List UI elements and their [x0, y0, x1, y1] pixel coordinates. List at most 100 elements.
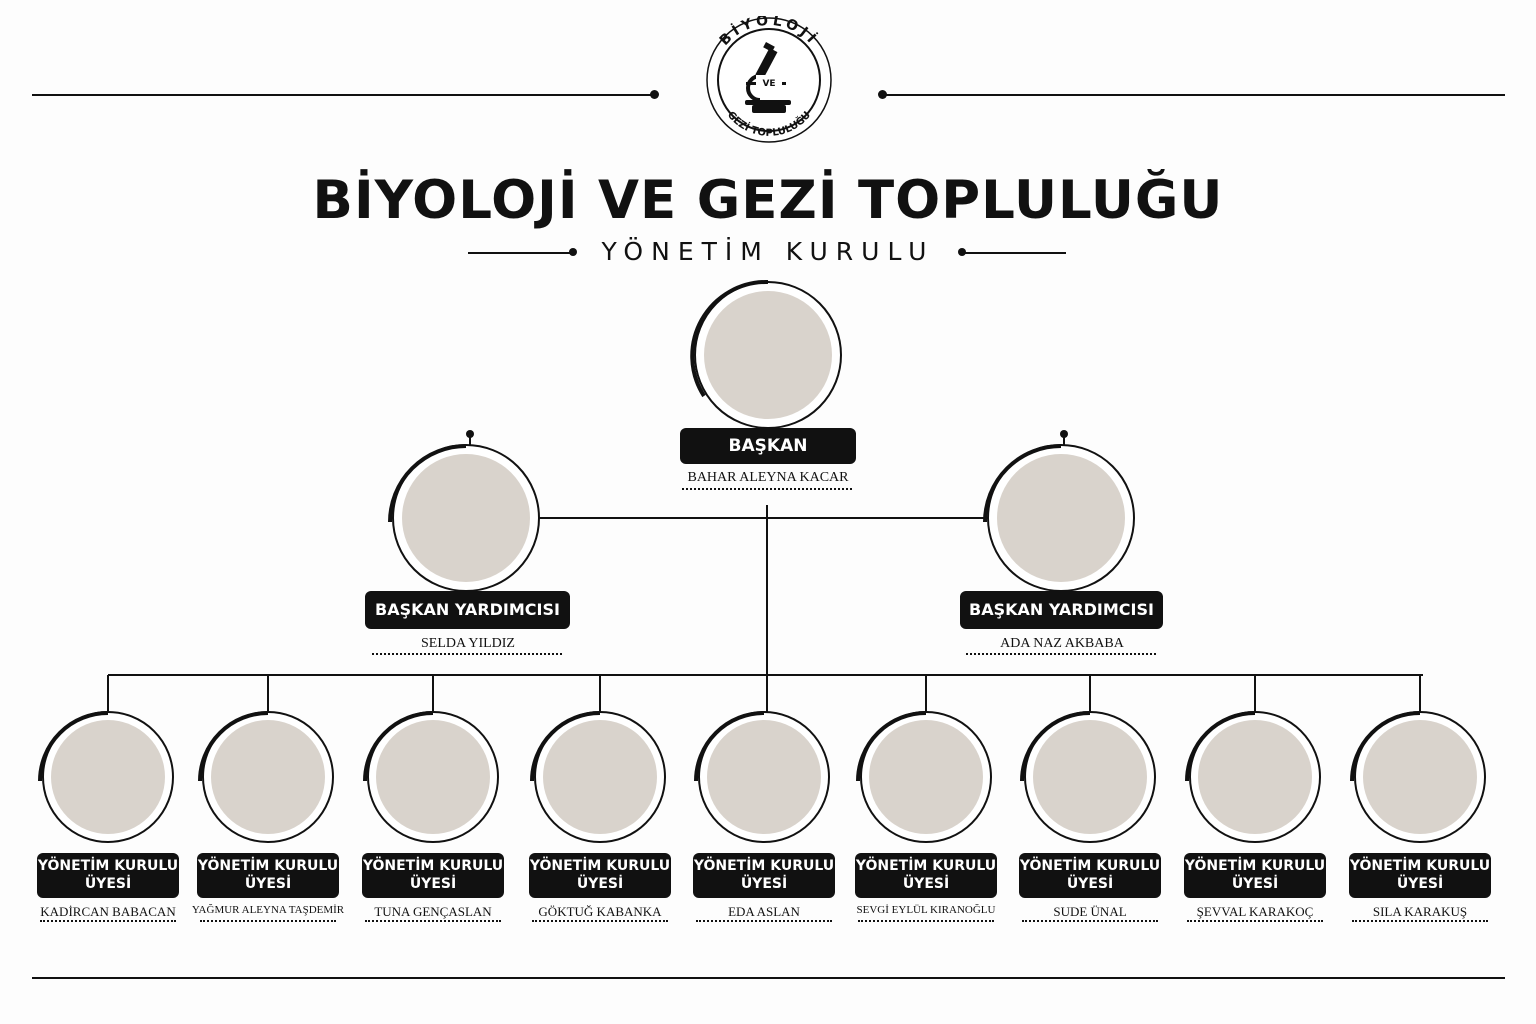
member-name: GÖKTUĞ KABANKA	[538, 904, 662, 919]
member-photo	[698, 711, 830, 843]
member-photo	[202, 711, 334, 843]
connector-members-horizontal	[108, 674, 1423, 676]
member-role-line2: ÜYESİ	[1231, 876, 1279, 892]
vp-right-photo-arc	[983, 444, 1062, 523]
vp-left-marker-dot	[466, 430, 474, 438]
vp-right-name: ADA NAZ AKBABA	[1000, 636, 1124, 651]
president-name-dots	[682, 488, 852, 490]
member-role-line2: ÜYESİ	[1066, 876, 1114, 892]
subtitle-rule-left-dot	[569, 248, 577, 256]
member-photo	[42, 711, 174, 843]
member-role-line2: ÜYESİ	[244, 876, 292, 892]
member-role-badge: YÖNETİM KURULU ÜYESİ	[693, 853, 835, 898]
member-photo	[534, 711, 666, 843]
vp-left-name-dots	[372, 653, 562, 655]
logo-middle-text: VE	[762, 79, 775, 89]
member-role-line2: ÜYESİ	[409, 876, 457, 892]
vp-left-photo	[392, 444, 540, 592]
member-name-dots	[40, 920, 176, 922]
member-role-line1: YÖNETİM KURULU	[1184, 858, 1326, 874]
member-photo	[367, 711, 499, 843]
vp-left-name: SELDA YILDIZ	[421, 636, 515, 651]
member-photo-arc	[38, 711, 109, 782]
page-subtitle: YÖNETİM KURULU	[601, 237, 935, 266]
member-name-dots	[1187, 920, 1323, 922]
connector-member-drop	[925, 675, 927, 711]
subtitle-rule-right	[964, 252, 1066, 254]
member-name: KADİRCAN BABACAN	[40, 904, 176, 919]
member-photo	[1354, 711, 1486, 843]
member-name: EDA ASLAN	[728, 904, 800, 919]
member-role-line1: YÖNETİM KURULU	[37, 858, 179, 874]
member-role-line1: YÖNETİM KURULU	[693, 858, 835, 874]
club-logo: BİYOLOJİ GEZİ TOPLULUĞU VE	[706, 16, 832, 143]
member-photo-arc	[530, 711, 601, 782]
member-role-badge: YÖNETİM KURULU ÜYESİ	[362, 853, 504, 898]
member-name-dots	[696, 920, 832, 922]
member-role-line2: ÜYESİ	[1396, 876, 1444, 892]
president-role-badge: BAŞKAN	[680, 428, 856, 464]
connector-trunk	[766, 505, 768, 713]
member-role-line1: YÖNETİM KURULU	[855, 858, 997, 874]
member-role-badge: YÖNETİM KURULU ÜYESİ	[1184, 853, 1326, 898]
connector-member-drop	[599, 675, 601, 711]
member-name-dots	[1352, 920, 1488, 922]
president-photo-arc	[690, 279, 769, 398]
member-photo-arc	[694, 711, 765, 782]
member-name: SILA KARAKUŞ	[1372, 904, 1468, 919]
top-rule-left	[32, 94, 654, 96]
member-role-line1: YÖNETİM KURULU	[529, 858, 671, 874]
member-role-line1: YÖNETİM KURULU	[1019, 858, 1161, 874]
vp-right-role-badge: BAŞKAN YARDIMCISI	[960, 591, 1163, 629]
connector-member-drop	[1089, 675, 1091, 711]
connector-member-drop	[1254, 675, 1256, 711]
member-photo-arc	[1020, 711, 1091, 782]
vp-left-marker-line	[469, 436, 471, 446]
bottom-rule	[32, 977, 1505, 979]
vp-left-role-badge: BAŞKAN YARDIMCISI	[365, 591, 570, 629]
member-role-badge: YÖNETİM KURULU ÜYESİ	[37, 853, 179, 898]
connector-member-drop	[1419, 675, 1421, 711]
connector-vp-horizontal	[537, 517, 989, 519]
top-rule-right-dot	[878, 90, 887, 99]
member-role-line2: ÜYESİ	[576, 876, 624, 892]
member-photo-arc	[856, 711, 927, 782]
member-name: YAĞMUR ALEYNA TAŞDEMİR	[191, 904, 345, 916]
member-role-line2: ÜYESİ	[84, 876, 132, 892]
member-name-dots	[200, 920, 336, 922]
member-role-line1: YÖNETİM KURULU	[197, 858, 339, 874]
member-role-line2: ÜYESİ	[740, 876, 788, 892]
member-name-dots	[532, 920, 668, 922]
member-name: SEVGİ EYLÜL KIRANOĞLU	[856, 904, 996, 916]
member-name: ŞEVVAL KARAKOÇ	[1196, 904, 1314, 919]
member-name-dots	[365, 920, 501, 922]
member-photo-arc	[1185, 711, 1256, 782]
member-role-badge: YÖNETİM KURULU ÜYESİ	[1349, 853, 1491, 898]
page-title: BİYOLOJİ VE GEZİ TOPLULUĞU	[312, 170, 1224, 231]
member-photo	[1024, 711, 1156, 843]
vp-right-name-dots	[966, 653, 1156, 655]
member-photo	[1189, 711, 1321, 843]
member-role-badge: YÖNETİM KURULU ÜYESİ	[1019, 853, 1161, 898]
connector-member-drop	[432, 675, 434, 711]
member-name-dots	[858, 920, 994, 922]
vp-right-marker-dot	[1060, 430, 1068, 438]
vp-left-photo-arc	[388, 444, 467, 523]
member-photo	[860, 711, 992, 843]
member-photo-arc	[1350, 711, 1421, 782]
member-role-badge: YÖNETİM KURULU ÜYESİ	[197, 853, 339, 898]
connector-member-drop	[107, 675, 109, 711]
top-rule-left-dot	[650, 90, 659, 99]
member-name: TUNA GENÇASLAN	[374, 904, 492, 919]
member-name: SUDE ÜNAL	[1053, 904, 1127, 919]
member-role-line1: YÖNETİM KURULU	[1349, 858, 1491, 874]
vp-right-marker-line	[1063, 436, 1065, 446]
member-role-badge: YÖNETİM KURULU ÜYESİ	[529, 853, 671, 898]
member-role-line1: YÖNETİM KURULU	[362, 858, 504, 874]
connector-member-drop	[267, 675, 269, 711]
member-photo-arc	[363, 711, 434, 782]
member-name-dots	[1022, 920, 1158, 922]
subtitle-rule-left	[468, 252, 572, 254]
subtitle-rule-right-dot	[958, 248, 966, 256]
